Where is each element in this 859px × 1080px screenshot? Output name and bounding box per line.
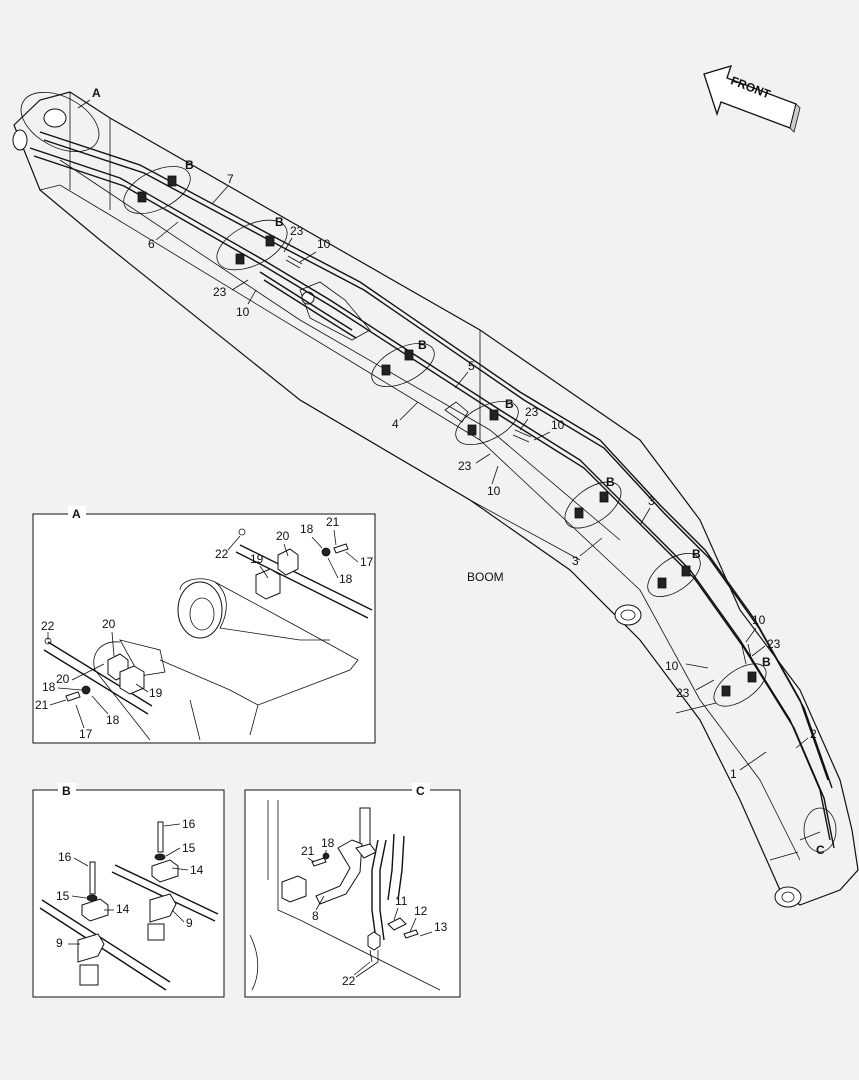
- callout-23e: 23: [767, 637, 781, 651]
- callout-2: 2: [810, 727, 817, 741]
- detail-a-20c: 20: [56, 672, 70, 686]
- detail-b-circle-1: [123, 166, 191, 214]
- callout-23a: 23: [290, 224, 304, 238]
- detail-a-20a: 20: [276, 529, 290, 543]
- detail-a: A 17 18 21 18 20 19 22 22: [32, 506, 376, 744]
- callout-C: C: [816, 843, 825, 857]
- callout-B6: B: [692, 547, 701, 561]
- detail-a-17b: 17: [79, 727, 93, 741]
- callout-5: 5: [468, 359, 475, 373]
- detail-a-title: A: [72, 507, 81, 521]
- detail-c: C 21 18 8 11 12 13 22: [244, 783, 461, 998]
- detail-a-21a: 21: [326, 515, 340, 529]
- detail-c-21: 21: [301, 844, 315, 858]
- callout-B2: B: [275, 215, 284, 229]
- detail-c-12: 12: [414, 904, 428, 918]
- detail-b-9a: 9: [186, 916, 193, 930]
- detail-c-22: 22: [342, 974, 356, 988]
- detail-a-17a: 17: [360, 555, 374, 569]
- detail-a-21b: 21: [35, 698, 49, 712]
- detail-b-circle-6: [647, 552, 701, 598]
- callout-B1: B: [185, 158, 194, 172]
- detail-c-13: 13: [434, 920, 448, 934]
- callout-4: 4: [392, 417, 399, 431]
- detail-a-20b: 20: [102, 617, 116, 631]
- detail-a-22b: 22: [41, 619, 55, 633]
- detail-b-15a: 15: [182, 841, 196, 855]
- detail-b-16b: 16: [58, 850, 72, 864]
- detail-b-circle-7: [713, 663, 767, 707]
- callout-B5: B: [606, 475, 615, 489]
- callout-3a: 3: [648, 494, 655, 508]
- detail-b-16a: 16: [182, 817, 196, 831]
- callout-10a: 10: [317, 237, 331, 251]
- callout-B3: B: [418, 338, 427, 352]
- callout-10e: 10: [752, 613, 766, 627]
- detail-b-14a: 14: [190, 863, 204, 877]
- callout-10d: 10: [487, 484, 501, 498]
- detail-c-18: 18: [321, 836, 335, 850]
- detail-a-18a: 18: [300, 522, 314, 536]
- front-arrow: FRONT: [703, 65, 801, 133]
- callout-7: 7: [227, 172, 234, 186]
- detail-b: B 16 15 14 9 16 15 14 9: [32, 783, 225, 998]
- callout-3b: 3: [572, 554, 579, 568]
- boom-label: BOOM: [467, 570, 504, 584]
- detail-b-9b: 9: [56, 936, 63, 950]
- callout-10f: 10: [665, 659, 679, 673]
- detail-b-title: B: [62, 784, 71, 798]
- callout-23f: 23: [676, 686, 690, 700]
- boom-hoses: [29, 131, 835, 849]
- detail-b-circle-2: [216, 219, 288, 271]
- detail-a-22a: 22: [215, 547, 229, 561]
- callout-23c: 23: [525, 405, 539, 419]
- detail-c-circle: [803, 807, 837, 853]
- detail-b-14b: 14: [116, 902, 130, 916]
- detail-a-18c: 18: [42, 680, 56, 694]
- callout-23d: 23: [458, 459, 472, 473]
- detail-a-19a: 19: [250, 552, 264, 566]
- callout-B4: B: [505, 397, 514, 411]
- detail-a-circle: [20, 92, 100, 152]
- detail-b-circle-5: [564, 481, 622, 529]
- detail-c-8: 8: [312, 909, 319, 923]
- callout-B8: B: [762, 655, 771, 669]
- callout-1: 1: [730, 767, 737, 781]
- detail-b-circle-3: [371, 342, 435, 388]
- detail-a-19b: 19: [149, 686, 163, 700]
- detail-b-15b: 15: [56, 889, 70, 903]
- main-callouts: A B B B B B B B C 7 6: [20, 86, 837, 857]
- callout-23b: 23: [213, 285, 227, 299]
- detail-b-circle-4: [455, 400, 519, 446]
- detail-a-18b: 18: [339, 572, 353, 586]
- boom-body: [12, 91, 859, 908]
- callout-6: 6: [148, 237, 155, 251]
- callout-10c: 10: [551, 418, 565, 432]
- callout-10b: 10: [236, 305, 250, 319]
- callout-A: A: [92, 86, 101, 100]
- detail-c-title: C: [416, 784, 425, 798]
- detail-a-18d: 18: [106, 713, 120, 727]
- detail-c-11: 11: [395, 894, 408, 908]
